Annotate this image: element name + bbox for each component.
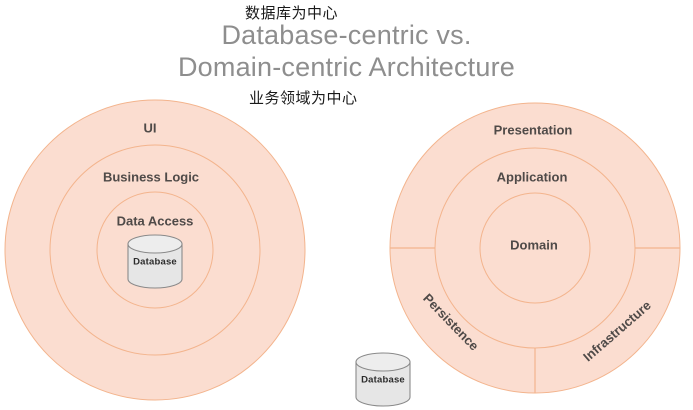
diagram-domain-centric — [389, 102, 681, 394]
database-label-inner: Database — [133, 256, 177, 268]
annotation-domain-centric-zh: 业务领域为中心 — [249, 89, 358, 107]
cylinder-top — [127, 234, 183, 254]
page-title: Database-centric vs. Domain-centric Arch… — [177, 20, 516, 82]
cylinder-body — [127, 243, 183, 289]
cylinder-body — [355, 361, 411, 407]
ring-label-presentation: Presentation — [493, 122, 573, 138]
ring-label-application: Application — [496, 169, 568, 185]
cylinder-top — [355, 352, 411, 372]
database-label-external: Database — [361, 374, 405, 386]
ring-label-ui: UI — [143, 120, 157, 136]
ring-label-domain: Domain — [510, 237, 558, 253]
ring-label-data-access: Data Access — [116, 213, 194, 229]
database-cylinder-external — [355, 352, 411, 407]
ring-domain — [479, 192, 591, 304]
ring-label-business-logic: Business Logic — [102, 169, 200, 185]
database-cylinder-inner — [127, 234, 183, 289]
annotation-database-centric-zh: 数据库为中心 — [245, 4, 339, 22]
